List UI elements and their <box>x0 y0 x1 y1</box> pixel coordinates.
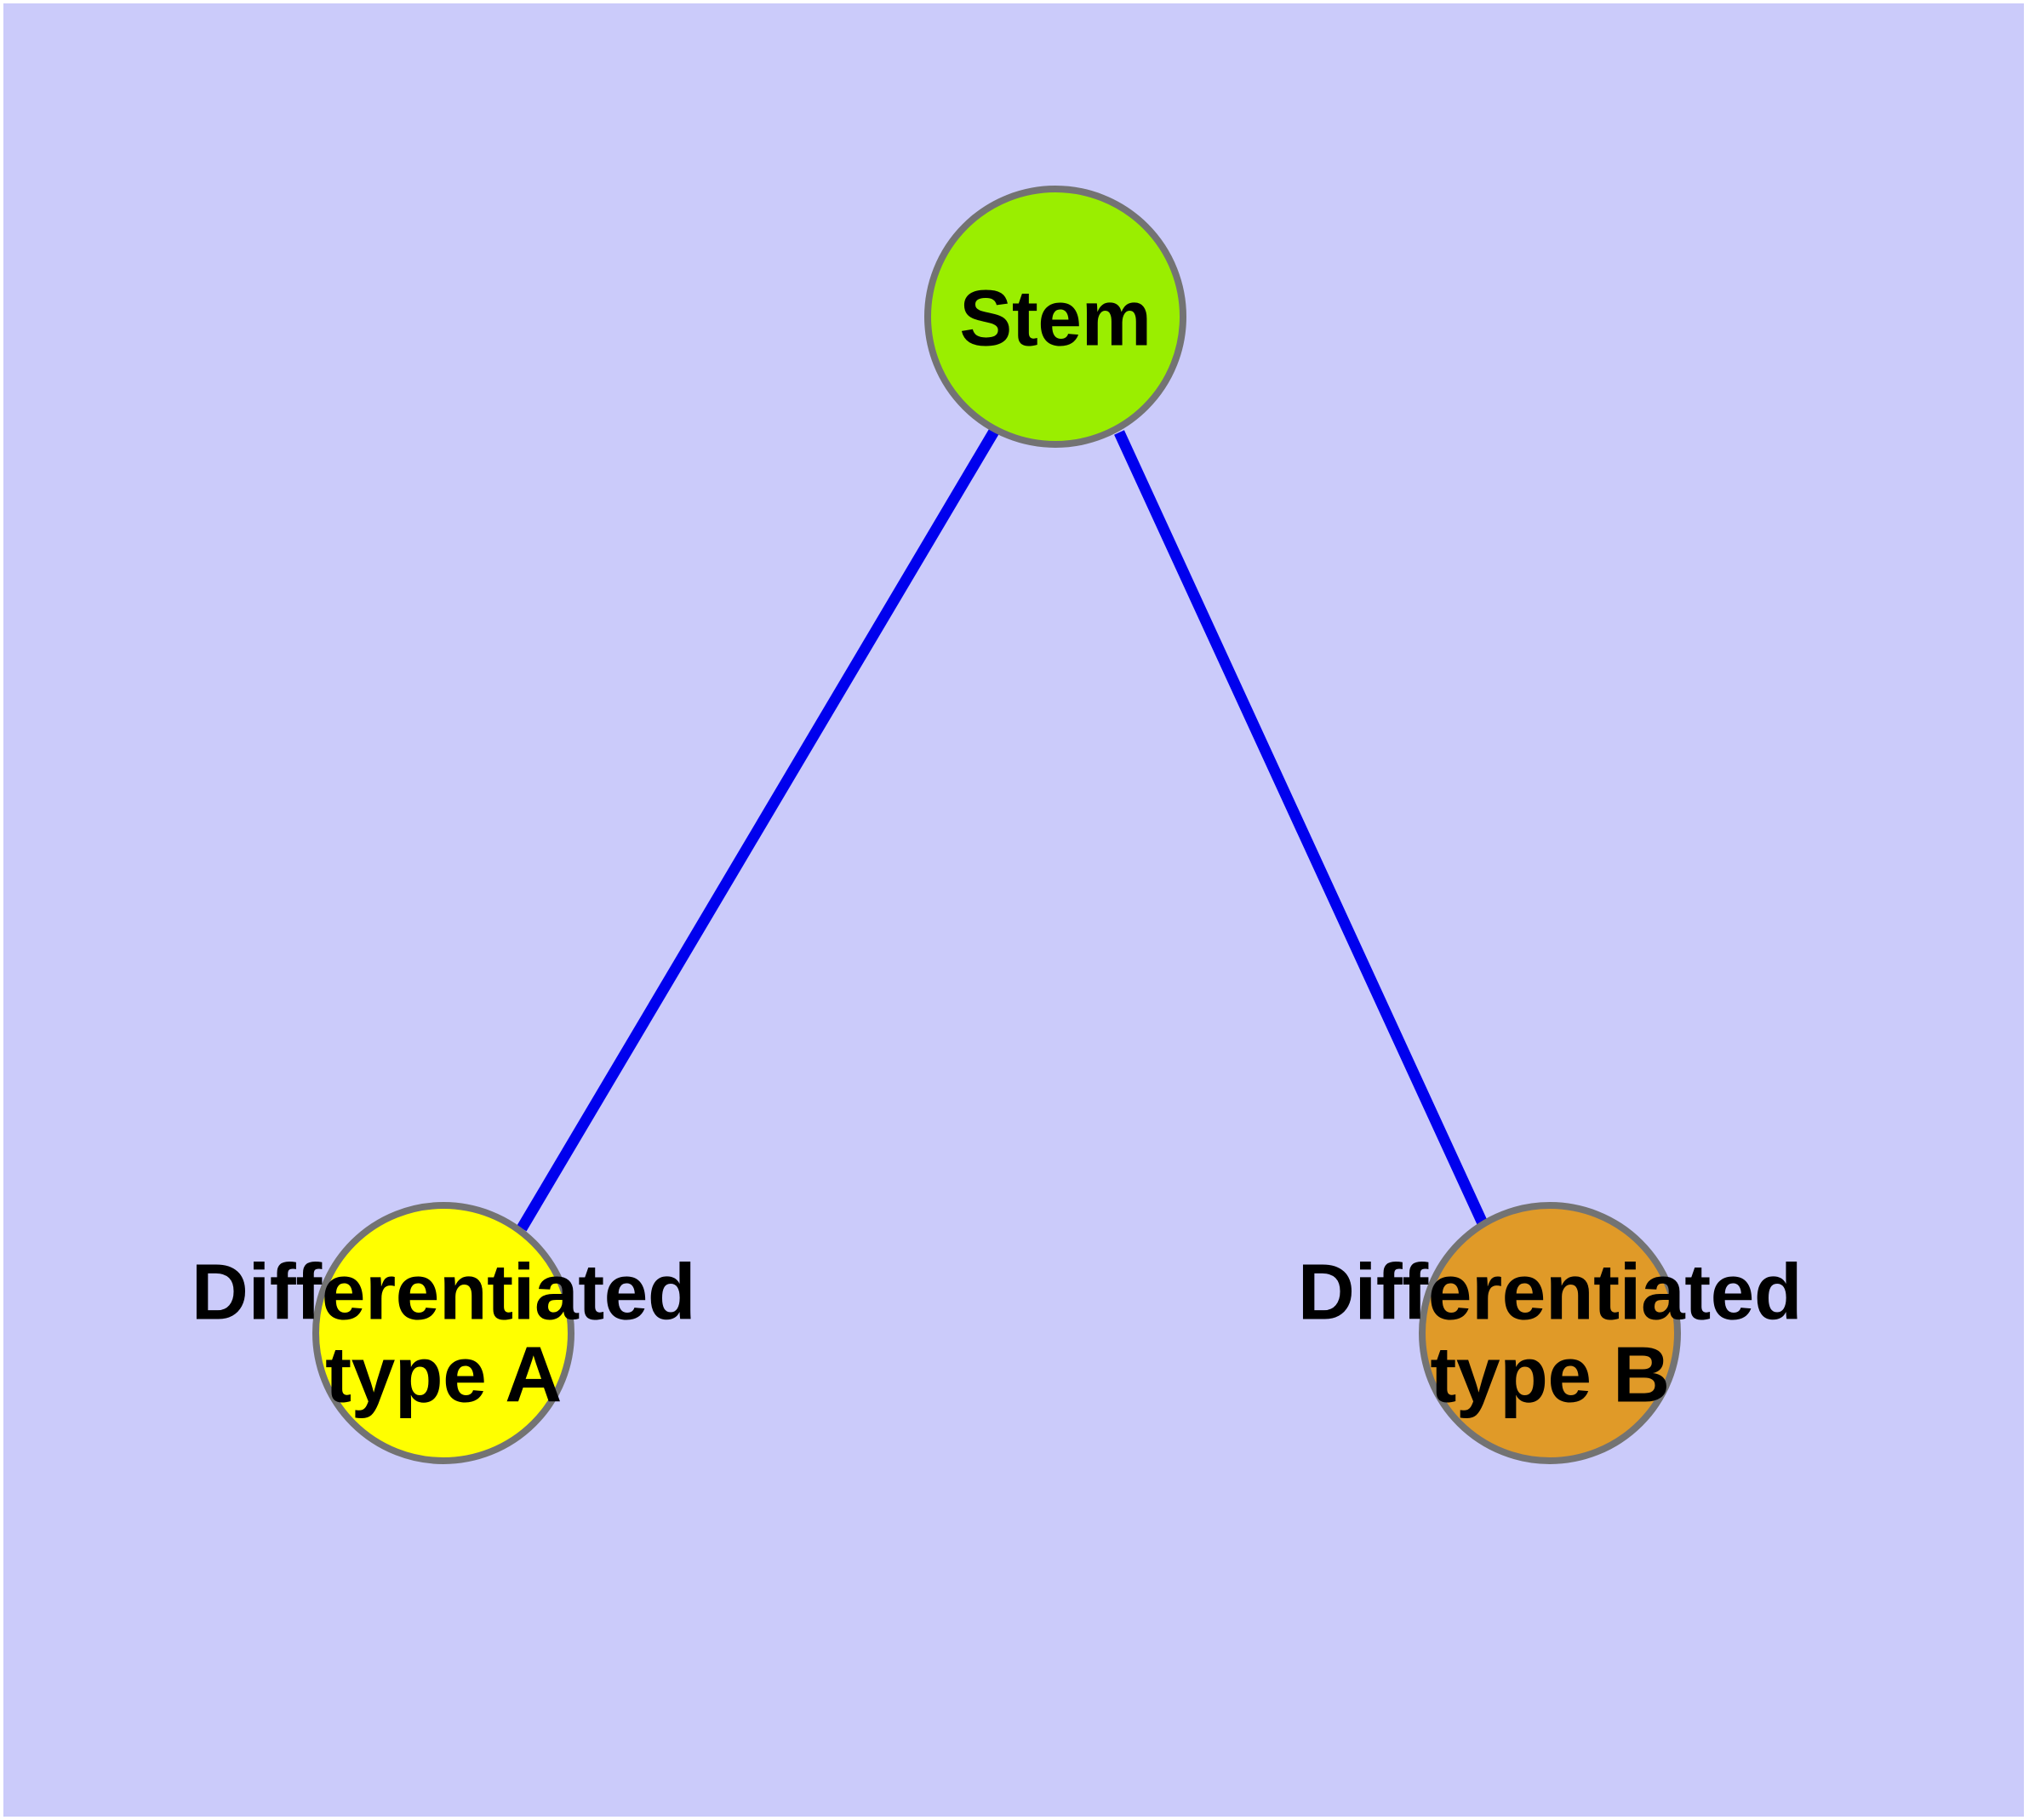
node-circle-stem[interactable] <box>924 186 1186 448</box>
node-circle-differentiated-type-b[interactable] <box>1419 1202 1681 1464</box>
edge-stem-to-type-b[interactable] <box>1114 430 1488 1226</box>
edges-layer <box>517 426 1488 1232</box>
edge-stem-to-type-a[interactable] <box>517 426 1000 1232</box>
node-circle-differentiated-type-a[interactable] <box>312 1202 574 1464</box>
nodes-layer <box>312 186 1681 1464</box>
